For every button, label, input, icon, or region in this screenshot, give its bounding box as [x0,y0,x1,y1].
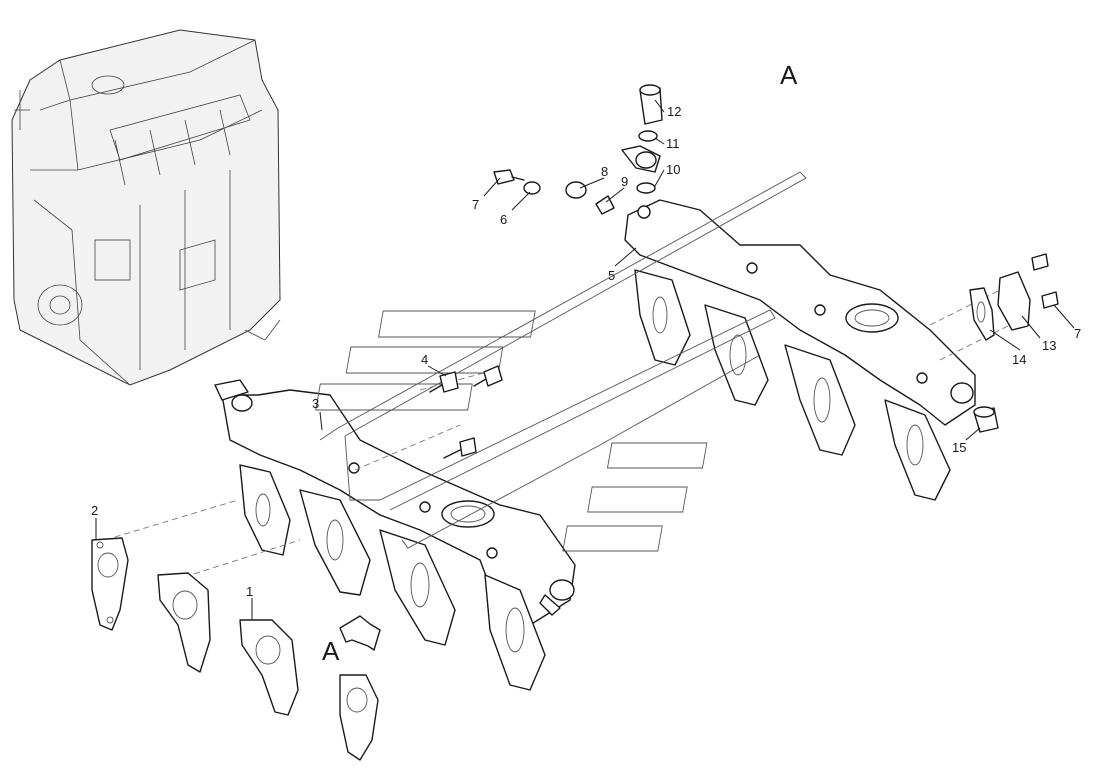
gasket-1-c [339,674,379,761]
callout-9: 9 [621,174,628,189]
callout-15: 15 [952,440,966,455]
gasket-14 [969,287,995,341]
bolt-4-a [429,371,459,393]
view-direction-arrow [339,615,381,651]
callout-14: 14 [1012,352,1026,367]
callout-6: 6 [500,212,507,227]
view-label-a: A [780,60,798,90]
union-fitting-15 [973,406,999,433]
washer-6 [523,181,541,195]
washer-11 [638,130,658,142]
bolt-7-top [493,169,525,185]
callout-2: 2 [91,503,98,518]
engine-overview-illustration [11,29,281,386]
bolt-7-right-b [1041,291,1059,309]
seal-ring-9 [595,195,615,215]
gasket-1-a [157,572,211,673]
callout-13: 13 [1042,338,1056,353]
callout-7-top: 7 [472,197,479,212]
bolt-4-b [473,365,503,387]
banjo-bolt-12 [639,84,663,125]
gasket-1-b [239,619,299,716]
view-connection-lines [104,171,1011,581]
callout-12: 12 [667,104,681,119]
washer-10 [636,182,656,194]
callout-3: 3 [312,396,319,411]
upper-manifold-assembly [624,199,976,501]
callout-7-right: 7 [1074,326,1081,341]
gasket-2 [91,537,129,631]
banjo-fitting [621,145,661,173]
arrow-label-a: A [322,636,340,666]
plug-8 [565,181,587,199]
callout-5: 5 [608,268,615,283]
callout-4: 4 [421,352,428,367]
bolt-7-right-a [1031,253,1049,271]
callout-11: 11 [666,136,680,151]
cover-plate-13 [997,271,1031,331]
callout-1: 1 [246,584,253,599]
lower-manifold-assembly [214,379,576,691]
bolt-lower [443,437,477,459]
callout-8: 8 [601,164,608,179]
callout-10: 10 [666,162,680,177]
callout-leader-lines [95,99,1075,620]
